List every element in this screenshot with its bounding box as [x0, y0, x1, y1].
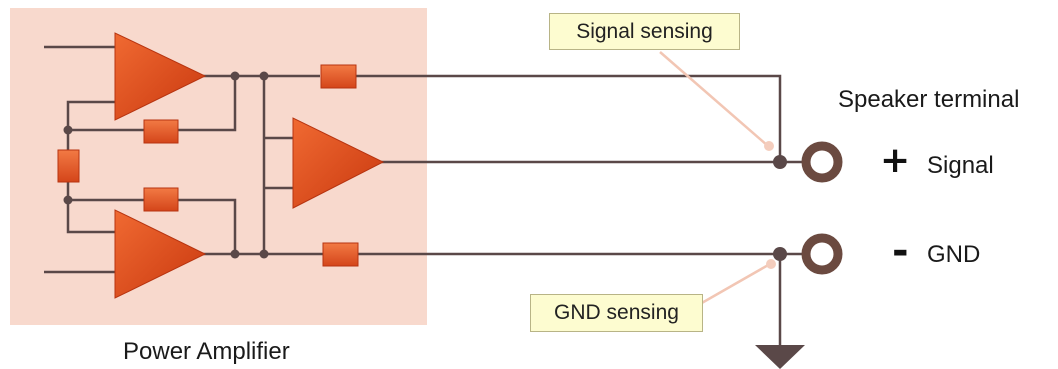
speaker-terminal-title: Speaker terminal: [838, 86, 1020, 113]
resistor-feedback-bottom: [143, 187, 179, 212]
signal-sensing-callout: Signal sensing: [549, 13, 740, 50]
signal-terminal-label: Signal: [927, 152, 994, 179]
amplifier-middle: [292, 117, 385, 209]
resistor-bottom-output: [322, 242, 359, 267]
signal-plus-sign: +: [880, 140, 911, 181]
gnd-minus-sign: -: [892, 228, 909, 274]
wires: [44, 45, 808, 345]
signal-terminal: [801, 141, 843, 183]
gnd-terminal-label: GND: [927, 241, 981, 268]
gnd-terminal: [801, 233, 843, 275]
resistor-vertical: [57, 149, 80, 183]
gnd-sensing-callout: GND sensing: [530, 294, 703, 332]
ground-symbol-icon: [755, 345, 805, 369]
power-amplifier-label: Power Amplifier: [123, 338, 290, 365]
signal-sensing-point: [764, 141, 774, 151]
gnd-sensing-point: [766, 259, 776, 269]
amplifier-bottom: [114, 209, 207, 299]
junction-dots: [63, 71, 787, 261]
resistor-feedback-top: [143, 119, 179, 144]
amplifier-top: [114, 32, 207, 121]
callout-leaders: [659, 51, 771, 306]
resistor-top-output: [320, 64, 357, 89]
